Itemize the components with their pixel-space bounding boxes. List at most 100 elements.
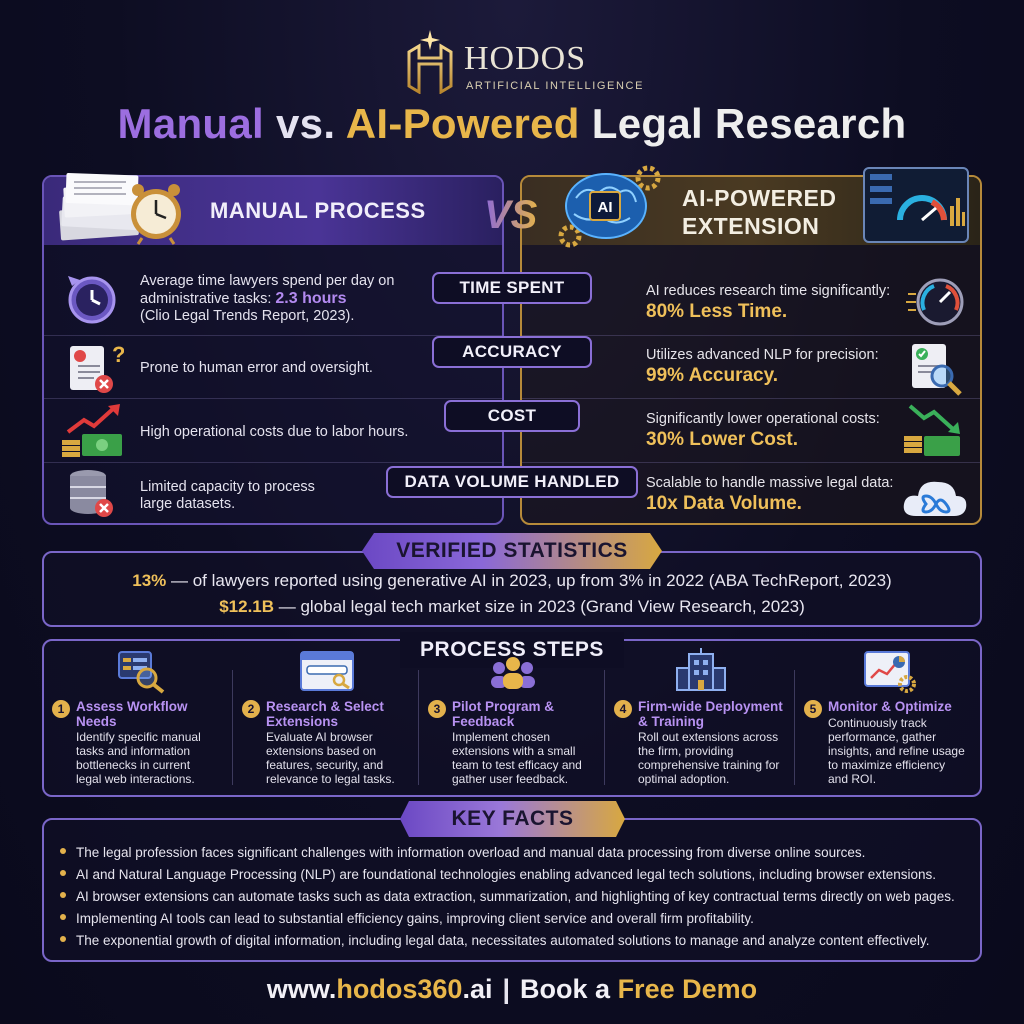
document-error-icon: ? [70, 342, 124, 393]
manual-row-divider [44, 335, 502, 336]
step-2-desc-line: relevance to legal tasks. [266, 772, 395, 786]
time-spent-manual-line3: (Clio Legal Trends Report, 2023). [140, 308, 355, 324]
bullet-dot-icon [60, 914, 66, 921]
title-manual: Manual [117, 100, 265, 147]
key-fact-text: Implementing AI tools can lead to substa… [76, 911, 754, 926]
step-5-desc-line: performance, gather [828, 730, 937, 744]
document-search-icon [912, 344, 962, 396]
url-suffix: .ai [462, 974, 493, 1004]
time-spent-manual-text: Average time lawyers spend per day on ad… [140, 273, 480, 325]
step-3-desc-line: Implement chosen [452, 730, 551, 744]
process-steps-heading: PROCESS STEPS [400, 632, 624, 668]
key-fact-text: AI and Natural Language Processing (NLP)… [76, 867, 937, 882]
step-1-title-line1: Assess Workflow [76, 699, 188, 714]
step-4-title: Firm-wide Deployment & Training [638, 699, 783, 729]
accuracy-ai-text: Utilizes advanced NLP for precision: 99%… [646, 347, 896, 387]
time-spent-ai-stat: 80% Less Time. [646, 301, 788, 322]
analytics-gear-icon [864, 651, 916, 693]
cost-ai-lead: Significantly lower operational costs: [646, 411, 880, 427]
bullet-dot-icon [60, 848, 66, 855]
process-step-3: 3 Pilot Program & Feedback Implement cho… [422, 648, 604, 790]
cost-manual-text: High operational costs due to labor hour… [140, 424, 409, 440]
ai-row-divider [522, 335, 980, 336]
step-4-desc-line: the firm, providing [638, 744, 734, 758]
key-fact-item: Implementing AI tools can lead to substa… [60, 911, 754, 926]
data-volume-ai-stat: 10x Data Volume. [646, 493, 802, 514]
step-5-description: Continuously track performance, gather i… [828, 716, 965, 786]
time-spent-ai-lead: AI reduces research time significantly: [646, 283, 891, 299]
manual-process-label: MANUAL PROCESS [210, 198, 426, 223]
cloud-infinity-icon [903, 481, 967, 516]
step-3-title-line1: Pilot Program & [452, 699, 555, 714]
key-fact-text: The exponential growth of digital inform… [76, 933, 930, 948]
stat-line-2: $12.1B — global legal tech market size i… [42, 597, 982, 617]
book-demo-link[interactable]: Book a Free Demo [520, 974, 757, 1004]
step-1-number: 1 [52, 700, 70, 718]
category-time-spent: TIME SPENT [432, 272, 592, 304]
key-fact-text: The legal profession faces significant c… [76, 845, 866, 860]
step-2-title: Research & Select Extensions [266, 699, 384, 729]
footer-separator: | [502, 974, 511, 1004]
stat-line-1: 13% — of lawyers reported using generati… [42, 571, 982, 591]
hodos-logo-icon [407, 30, 453, 94]
title-vs: vs. [276, 100, 336, 147]
browser-search-icon [300, 651, 354, 691]
step-5-title: Monitor & Optimize [828, 699, 952, 714]
step-4-desc-line: Roll out extensions across [638, 730, 779, 744]
step-5-desc-line: insights, and refine usage [828, 744, 965, 758]
bullet-dot-icon [60, 870, 66, 877]
step-separator [232, 670, 233, 785]
data-volume-ai-lead: Scalable to handle massive legal data: [646, 475, 894, 491]
step-2-desc-line: extensions based on [266, 744, 377, 758]
dashboard-gauge-icon [863, 167, 969, 243]
step-5-desc-line: Continuously track [828, 716, 927, 730]
cta-prefix: Book a [520, 974, 618, 1004]
data-volume-manual-line1: Limited capacity to process [140, 479, 315, 495]
svg-text:AI: AI [598, 199, 613, 216]
key-fact-item: AI browser extensions can automate tasks… [60, 889, 955, 904]
database-error-icon [70, 470, 113, 517]
process-step-5: 5 Monitor & Optimize Continuously track … [798, 648, 980, 790]
step-3-title: Pilot Program & Feedback [452, 699, 554, 729]
accuracy-ai-lead: Utilizes advanced NLP for precision: [646, 347, 879, 363]
step-2-desc-line: features, security, and [266, 758, 384, 772]
ai-brain-icon: AI [558, 165, 661, 248]
category-cost: COST [444, 400, 580, 432]
rising-cost-icon [62, 404, 122, 457]
accuracy-ai-stat: 99% Accuracy. [646, 365, 779, 386]
manual-row-divider [44, 398, 502, 399]
key-fact-item: AI and Natural Language Processing (NLP)… [60, 867, 936, 882]
vs-label: VS [484, 193, 538, 237]
step-separator [604, 670, 605, 785]
manual-row-divider [44, 462, 502, 463]
verified-statistics-heading: VERIFIED STATISTICS [362, 533, 662, 569]
category-accuracy: ACCURACY [432, 336, 592, 368]
time-spent-manual-line2: administrative tasks: 2.3 hours [140, 290, 480, 308]
website-link[interactable]: www.hodos360.ai [267, 974, 493, 1004]
url-domain: hodos360 [336, 974, 463, 1004]
key-fact-item: The legal profession faces significant c… [60, 845, 865, 860]
step-1-title: Assess Workflow Needs [76, 699, 188, 729]
ai-extension-label: AI-POWERED EXTENSION [682, 184, 882, 240]
step-3-desc-line: gather user feedback. [452, 772, 569, 786]
cost-ai-stat: 30% Lower Cost. [646, 429, 799, 450]
data-volume-manual-line2: large datasets. [140, 496, 236, 512]
step-5-desc-line: to maximize efficiency [828, 758, 946, 772]
workflow-search-icon [118, 651, 165, 694]
brand-subtitle: ARTIFICIAL INTELLIGENCE [466, 80, 645, 92]
time-spent-manual-line2-pre: administrative tasks: [140, 291, 276, 307]
step-3-title-line2: Feedback [452, 714, 515, 729]
key-facts-heading: KEY FACTS [400, 801, 625, 837]
data-volume-manual-text: Limited capacity to process large datase… [140, 479, 400, 513]
step-3-desc-line: extensions with a small [452, 744, 576, 758]
clock-refresh-icon [68, 276, 116, 324]
cta-accent: Free Demo [617, 974, 758, 1004]
step-1-desc-line: Identify specific manual [76, 730, 201, 744]
step-2-desc-line: Evaluate AI browser [266, 730, 373, 744]
key-fact-item: The exponential growth of digital inform… [60, 933, 930, 948]
bullet-dot-icon [60, 892, 66, 899]
step-1-desc-line: bottlenecks in current [76, 758, 191, 772]
brand-name: HODOS [464, 40, 587, 77]
brand-header: HODOS ARTIFICIAL INTELLIGENCE [0, 10, 1024, 96]
step-1-desc-line: tasks and information [76, 744, 191, 758]
